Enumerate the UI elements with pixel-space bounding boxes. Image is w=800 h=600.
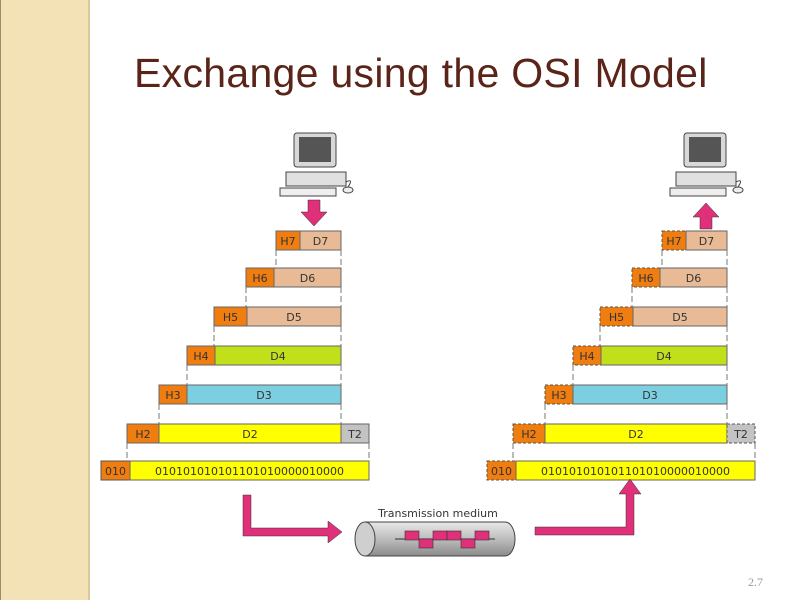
screen [689,137,721,162]
screen [299,137,331,162]
signal-pulse [418,538,434,549]
keyboard [279,187,337,197]
header-label: H2 [521,428,536,441]
header-label: H5 [223,311,238,324]
mouse [342,186,354,194]
signal-pulse [432,530,448,541]
data-block [685,230,728,251]
header-label: H3 [165,389,180,402]
bitstream-label: 010101010101101010000010000 [155,465,344,478]
sender-layer-2: H2 D2 T2 [126,423,370,444]
header-label: H6 [252,272,267,285]
data-block [186,384,342,405]
data-block [273,267,342,288]
trailer-label: T2 [347,428,362,441]
data-label: D5 [672,311,687,324]
data-label: D3 [642,389,657,402]
signal-pulse [446,530,462,541]
data-block [600,345,728,366]
data-block [572,384,728,405]
sender-layer-4: H4 D4 [186,345,342,366]
data-label: D4 [656,350,671,363]
cpu-case [675,171,737,187]
header-block [661,230,687,251]
up-arrow-icon [692,202,720,230]
receiver-layer-7: H7 D7 [661,230,728,251]
bitstream-label: 010101010101101010000010000 [541,465,730,478]
data-label: D6 [300,272,315,285]
receiver-layer-2: H2 D2 T2 [512,423,756,444]
preamble-label: 010 [491,465,512,478]
header-label: H6 [638,272,653,285]
data-block [659,267,728,288]
pipe-end [354,521,376,557]
transmission-medium-label: Transmission medium [377,507,498,520]
signal-pulse [404,530,420,541]
receiver-layer-6: H6 D6 [631,267,728,288]
page-number: 2.7 [748,575,763,589]
down-arrow-icon [300,199,328,227]
send-arrow-icon [242,494,343,544]
sender-layer-7: H7 D7 [275,230,342,251]
sender-layer-5: H5 D5 [213,306,342,327]
data-label: D2 [242,428,257,441]
preamble-label: 010 [105,465,126,478]
mouse [732,186,744,194]
data-label: D7 [313,235,328,248]
header-label: H5 [609,311,624,324]
data-label: D4 [270,350,285,363]
header-label: H4 [579,350,594,363]
receiver-layer-3: H3 D3 [544,384,728,405]
slide-sidebar [0,0,90,600]
data-label: D2 [628,428,643,441]
sender-layer-6: H6 D6 [245,267,342,288]
sender-bitstream: 010 010101010101101010000010000 [100,460,370,481]
data-block [299,230,342,251]
signal-pulse [474,530,490,541]
sender-layer-3: H3 D3 [158,384,342,405]
header-label: H2 [135,428,150,441]
signal-pulse [460,538,476,549]
data-block [214,345,342,366]
keyboard [669,187,727,197]
receiver-bitstream: 010 010101010101101010000010000 [486,460,756,481]
data-block [632,306,728,327]
trailer-block [726,423,756,444]
header-label: H4 [193,350,208,363]
sender-computer-icon [279,132,354,197]
receiver-computer-icon [669,132,744,197]
receive-arrow-icon [534,478,642,536]
cpu-case [285,171,347,187]
receiver-layer-5: H5 D5 [599,306,728,327]
data-label: D5 [286,311,301,324]
bits-block [515,460,756,481]
trailer-label: T2 [733,428,748,441]
data-label: D3 [256,389,271,402]
data-block [246,306,342,327]
header-label: H3 [551,389,566,402]
trailer-block [340,423,370,444]
bits-block [129,460,370,481]
header-label: H7 [666,235,681,248]
slide-title: Exchange using the OSI Model [134,50,708,96]
transmission-medium-icon: Transmission medium [354,507,516,557]
data-label: D6 [686,272,701,285]
header-label: H7 [280,235,295,248]
preamble-block [486,460,517,481]
receiver-layer-4: H4 D4 [572,345,728,366]
data-label: D7 [699,235,714,248]
